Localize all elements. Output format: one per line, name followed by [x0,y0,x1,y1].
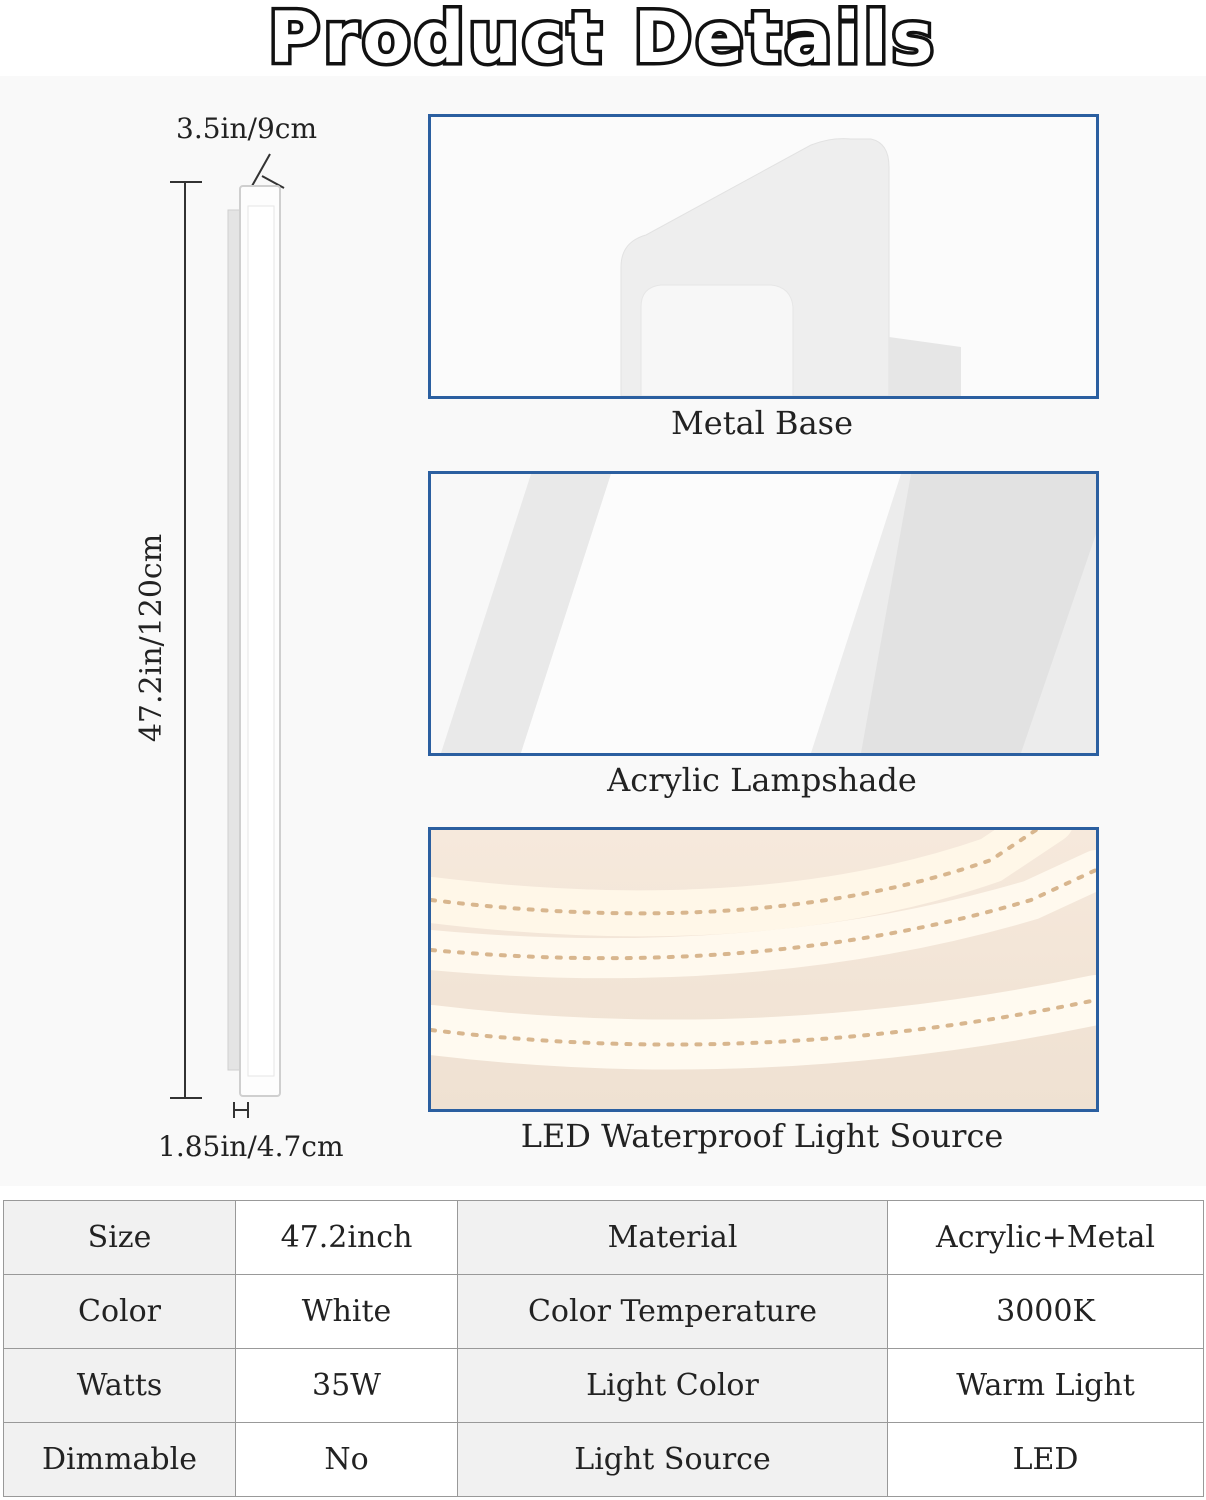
page-title: Product Details [0,0,1206,83]
spec-label: Dimmable [3,1422,236,1497]
metal-base-image [428,114,1099,399]
table-row: Dimmable No Light Source LED [3,1422,1204,1497]
depth-dimension-tick [251,153,285,189]
table-row: Watts 35W Light Color Warm Light [3,1348,1204,1423]
width-dimension-tick [233,1102,249,1118]
spec-value: White [235,1274,458,1349]
metal-base-caption: Metal Base [671,404,853,442]
spec-value: Acrylic+Metal [887,1200,1204,1275]
lamp-drawing [170,153,285,1118]
width-dimension-label: 1.85in/4.7cm [158,1130,344,1163]
spec-label: Light Source [457,1422,888,1497]
spec-value: 47.2inch [235,1200,458,1275]
height-dimension-line [170,181,202,1099]
acrylic-lampshade-image [428,471,1099,756]
spec-value: LED [887,1422,1204,1497]
table-row: Color White Color Temperature 3000K [3,1274,1204,1349]
title-text: Product Details [268,0,937,79]
spec-label: Watts [3,1348,236,1423]
spec-label: Light Color [457,1348,888,1423]
spec-value: No [235,1422,458,1497]
led-light-source-image [428,827,1099,1112]
spec-label: Size [3,1200,236,1275]
spec-label: Color Temperature [457,1274,888,1349]
depth-dimension-label: 3.5in/9cm [176,112,317,145]
table-row: Size 47.2inch Material Acrylic+Metal [3,1200,1204,1275]
spec-label: Color [3,1274,236,1349]
spec-value: 35W [235,1348,458,1423]
spec-value: 3000K [887,1274,1204,1349]
lamp-body [227,185,281,1097]
acrylic-lampshade-caption: Acrylic Lampshade [607,761,917,799]
spec-table: Size 47.2inch Material Acrylic+Metal Col… [3,1200,1204,1497]
spec-label: Material [457,1200,888,1275]
title-graphic: Product Details [265,0,937,83]
led-light-source-caption: LED Waterproof Light Source [520,1117,1004,1155]
spec-value: Warm Light [887,1348,1204,1423]
